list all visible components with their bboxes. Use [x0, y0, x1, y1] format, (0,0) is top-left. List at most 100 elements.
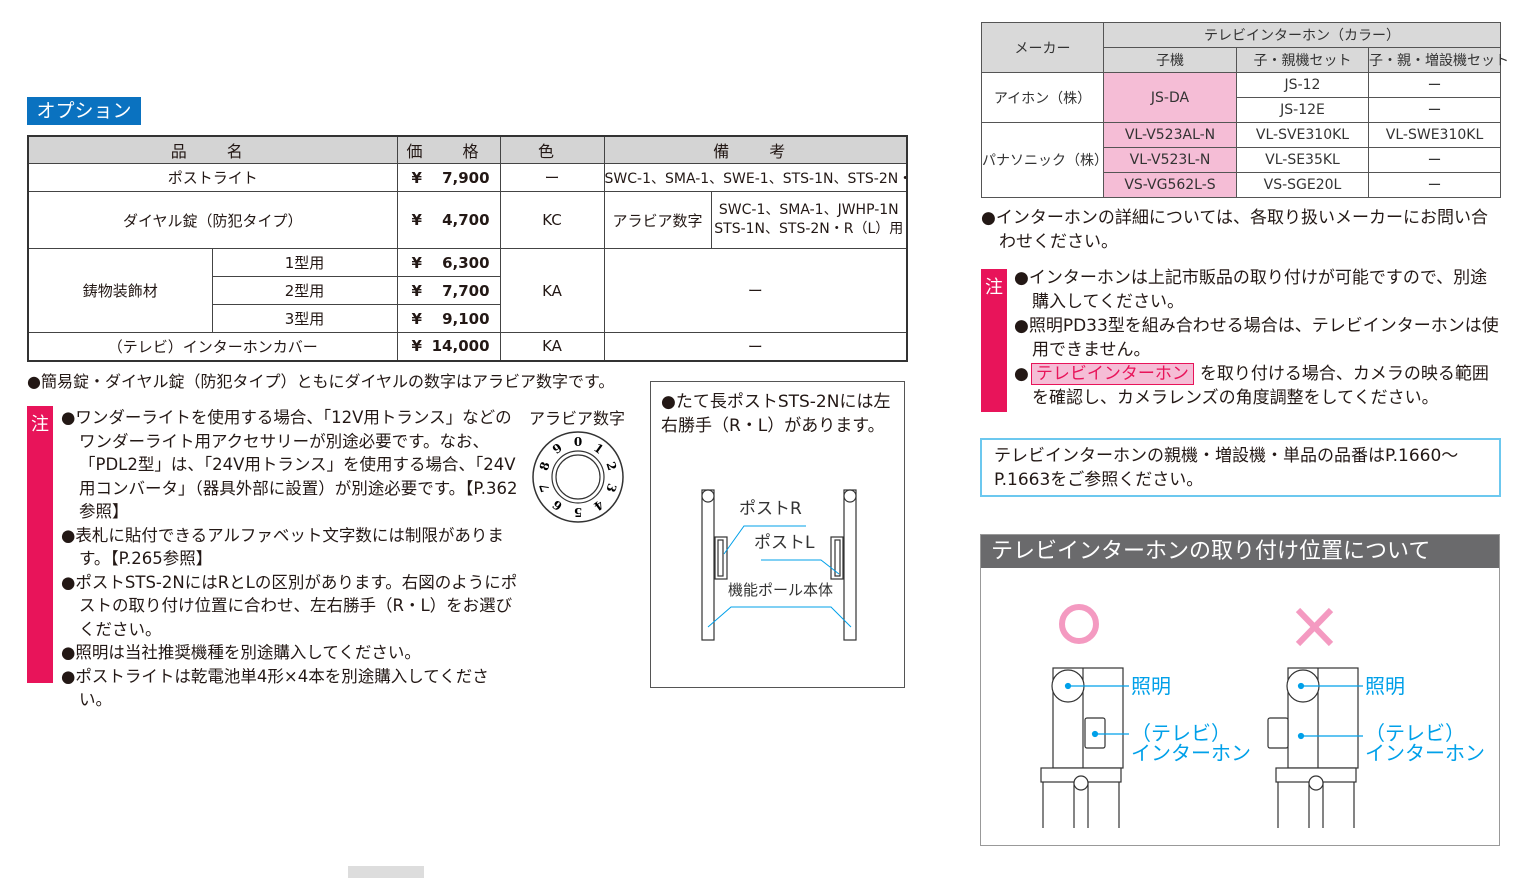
table-row: 2型用 ¥7,700: [28, 276, 907, 305]
ext-set-model: ー: [1367, 147, 1502, 173]
options-section-label: オプション: [27, 97, 141, 125]
dial-digit: 8: [537, 460, 553, 472]
table-row: （テレビ）インターホンカバー ¥14,000 KA ー: [27, 332, 908, 361]
header-tv-intercom: テレビインターホン（カラー）: [1102, 22, 1502, 48]
item-color: ー: [499, 163, 605, 192]
child-unit: VS-VG562L-S: [1103, 172, 1237, 198]
item-price: ¥7,900: [396, 163, 501, 192]
dial-label: アラビア数字: [529, 409, 626, 428]
post-lr-text: ●たて長ポストSTS-2Nには左右勝手（R・L）があります。: [661, 392, 891, 436]
caution-item: ●ポストSTS-2NにはRとLの区別があります。右図のようにポストの取り付け位置…: [61, 572, 518, 639]
item-note-a: アラビア数字: [603, 191, 712, 249]
item-price: ¥14,000: [396, 332, 501, 361]
table-row: ポストライト ¥7,900 ー SWC-1、SMA-1、SWE-1、STS-1N…: [27, 163, 908, 192]
table-row: 3型用 ¥9,100: [28, 304, 907, 333]
tv-intercom-tag: テレビインターホン: [1030, 363, 1194, 385]
item-price: ¥6,300: [396, 248, 501, 277]
ext-set-model: ー: [1367, 97, 1502, 123]
item-color: KA: [499, 248, 605, 333]
dial-digit: 6: [550, 497, 565, 513]
table-row: ダイヤル錠（防犯タイプ） ¥4,700 KC アラビア数字 SWC-1、SMA-…: [27, 191, 908, 249]
child-unit: VL-V523AL-N: [1103, 122, 1237, 148]
ok-mark-icon: [1059, 604, 1099, 644]
label-post-l: ポストL: [754, 533, 815, 553]
caution-list: ●ワンダーライトを使用する場合、「12V用トランス」などのワンダーライト用アクセ…: [61, 406, 519, 712]
dial-note: ●簡易錠・ダイヤル錠（防犯タイプ）ともにダイヤルの数字はアラビア数字です。: [27, 372, 615, 391]
dial-digit: 0: [574, 435, 582, 449]
post-lr-box: ●たて長ポストSTS-2Nには左右勝手（R・L）があります。 ポストR ポストL…: [650, 381, 905, 688]
set-model: JS-12: [1236, 72, 1369, 98]
item-name: ポストライト: [27, 163, 398, 192]
caution-item: ●ポストライトは乾電池単4形×4本を別途購入してください。: [61, 666, 489, 710]
caution-item: ●表札に貼付できるアルファベット文字数には制限があります。【P.265参照】: [61, 525, 504, 569]
mount-position-title: テレビインターホンの取り付け位置について: [981, 535, 1499, 568]
item-subtype: 2型用: [211, 276, 398, 305]
item-note-b: SWC-1、SMA-1、JWHP-1N STS-1N、STS-2N・R（L）用: [710, 191, 908, 249]
table-row: 鋳物装飾材 1型用 ¥6,300 KA ー: [27, 248, 908, 333]
dial-digit: 7: [537, 482, 553, 494]
caution-item: ●ワンダーライトを使用する場合、「12V用トランス」などのワンダーライト用アクセ…: [61, 408, 518, 521]
mount-diagram: 照明 （テレビ） インターホン 照明 （テレビ） インターホン: [1040, 604, 1485, 828]
header-name: 品 名: [27, 135, 398, 164]
caution-item: ●テレビインターホンを取り付ける場合、カメラの映る範囲を確認し、カメラレンズの角…: [1014, 363, 1489, 408]
set-model: VS-SGE20L: [1236, 172, 1369, 198]
post-diagram: ポストR ポストL 機能ポール本体: [701, 489, 857, 641]
dial-digit: 9: [550, 441, 565, 457]
header-maker: メーカー: [981, 22, 1104, 73]
header-color: 色: [499, 135, 605, 164]
caution-item: ●照明PD33型を組み合わせる場合は、テレビインターホンは使用できません。: [1014, 316, 1499, 360]
maker: パナソニック（株）: [981, 122, 1108, 198]
intercom-table: メーカー テレビインターホン（カラー） 子機 子・親機セット 子・親・増設機セッ…: [981, 22, 1509, 198]
set-model: VL-SE35KL: [1236, 147, 1369, 173]
dial-digit: 3: [603, 482, 619, 494]
item-note: ー: [603, 248, 908, 333]
set-model: JS-12E: [1236, 97, 1369, 123]
ext-set-model: ー: [1367, 72, 1502, 98]
maker: アイホン（株）: [981, 72, 1104, 123]
dial-digit: 2: [603, 460, 619, 472]
mount-position-panel: テレビインターホンの取り付け位置について 照明 （テレビ） インターホン 照明 …: [980, 534, 1500, 846]
item-price: ¥7,700: [396, 276, 501, 305]
dial-digit: 1: [591, 441, 606, 457]
header-set: 子・親機セット: [1236, 47, 1369, 73]
ng-mark-icon: [1295, 607, 1334, 647]
ext-set-model: VL-SWE310KL: [1367, 122, 1502, 148]
caution-badge: 注: [27, 406, 53, 683]
intercom-detail-note: ●インターホンの詳細については、各取り扱いメーカーにお問い合わせください。: [981, 207, 1503, 254]
item-name: （テレビ）インターホンカバー: [27, 332, 398, 361]
light-label: 照明: [1131, 674, 1171, 698]
set-model: VL-SVE310KL: [1236, 122, 1369, 148]
page-tab: [348, 866, 424, 878]
label-pole: 機能ポール本体: [728, 581, 833, 599]
header-child: 子機: [1103, 47, 1237, 73]
item-price: ¥9,100: [396, 304, 501, 333]
child-unit: JS-DA: [1103, 72, 1237, 123]
intercom-label-2: インターホン: [1365, 741, 1485, 765]
dial-digit: 4: [591, 497, 606, 513]
options-table: 品 名 価 格 色 備 考 ポストライト ¥7,900 ー SWC-1、SMA-…: [27, 135, 909, 362]
item-price: ¥4,700: [396, 191, 501, 249]
table-header-row: 品 名 価 格 色 備 考: [27, 135, 908, 164]
light-label: 照明: [1365, 674, 1405, 698]
intercom-label-2: インターホン: [1131, 741, 1251, 765]
item-color: KA: [499, 332, 605, 361]
item-name: ダイヤル錠（防犯タイプ）: [27, 191, 398, 249]
header-ext-set: 子・親・増設機セット: [1367, 47, 1509, 73]
reference-box: テレビインターホンの親機・増設機・単品の品番はP.1660〜P.1663をご参照…: [980, 438, 1501, 497]
item-subtype: 1型用: [211, 248, 398, 277]
item-note: ー: [603, 332, 908, 361]
header-notes: 備 考: [603, 135, 908, 164]
item-color: KC: [499, 191, 605, 249]
item-note: SWC-1、SMA-1、SWE-1、STS-1N、STS-2N・L用: [603, 163, 908, 192]
ext-set-model: ー: [1367, 172, 1502, 198]
item-name: 鋳物装飾材: [27, 248, 213, 333]
caution-list: ●インターホンは上記市販品の取り付けが可能ですので、別途購入してください。 ●照…: [1014, 266, 1504, 410]
caution-item-text: を取り付ける場合、カメラの映る範囲を確認し、カメラレンズの角度調整をしてください…: [1032, 364, 1489, 408]
header-price: 価 格: [396, 135, 501, 164]
item-subtype: 3型用: [211, 304, 398, 333]
